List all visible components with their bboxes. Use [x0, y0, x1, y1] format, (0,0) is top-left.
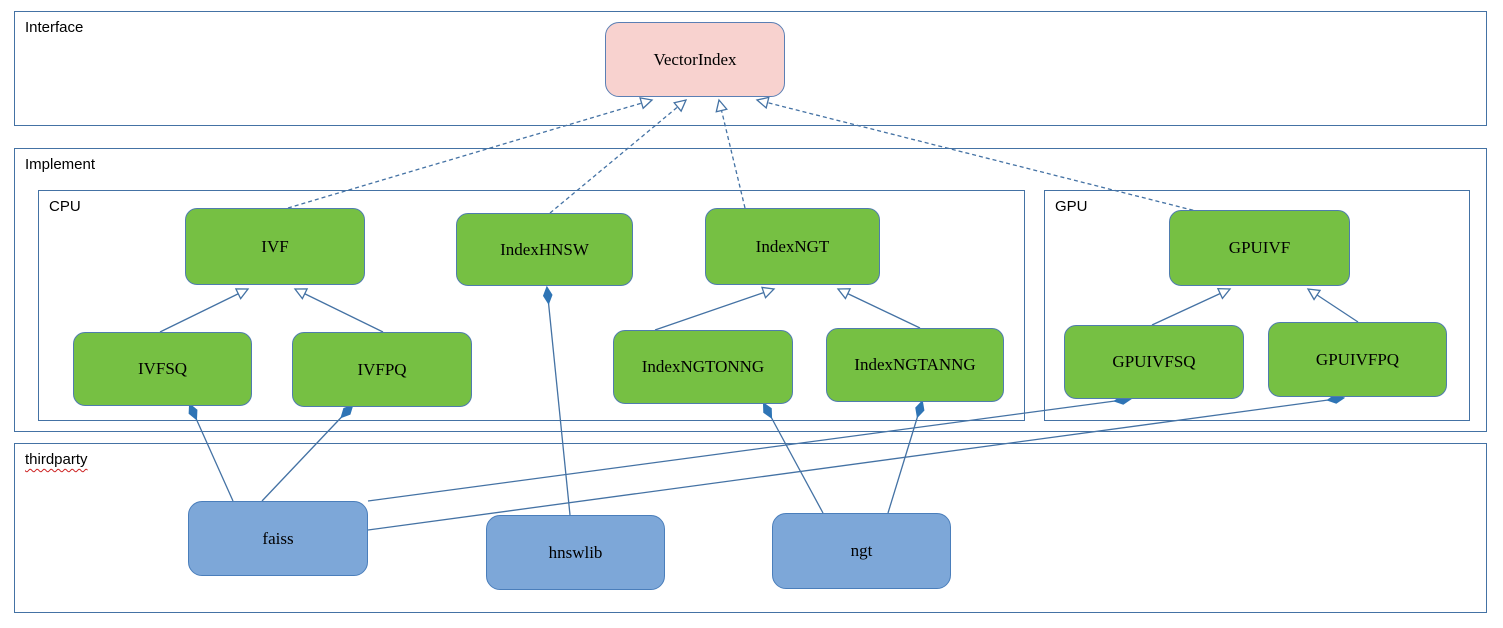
group-implement[interactable]: Implement	[14, 148, 1487, 432]
group-label-cpu: CPU	[49, 198, 81, 215]
edge-realization-GPUIVF-to-VectorIndex	[755, 96, 1201, 213]
node-hnswlib[interactable]: hnswlib	[486, 515, 665, 590]
node-label-hnswlib: hnswlib	[548, 542, 603, 562]
node-label-VectorIndex: VectorIndex	[653, 49, 737, 69]
node-IVFPQ[interactable]: IVFPQ	[292, 332, 472, 407]
node-label-IndexHNSW: IndexHNSW	[500, 239, 589, 259]
edge-realization-IndexNGT-to-VectorIndex	[715, 98, 746, 209]
node-label-IndexNGTANNG: IndexNGTANNG	[854, 355, 976, 374]
node-label-IndexNGTONNG: IndexNGTONNG	[641, 357, 765, 376]
edge-composition-faiss-to-IVFPQ	[261, 406, 352, 502]
edge-generalization-IVFPQ-to-IVF	[293, 288, 384, 333]
edge-generalization-GPUIVFPQ-to-GPUIVF	[1306, 288, 1359, 323]
group-label-gpu: GPU	[1055, 198, 1088, 215]
node-IVF[interactable]: IVF	[185, 208, 365, 285]
group-label-thirdparty: thirdparty	[25, 451, 88, 468]
edge-composition-hnswlib-to-IndexHNSW	[547, 288, 571, 516]
node-ngt[interactable]: ngt	[772, 513, 951, 589]
node-label-ngt: ngt	[850, 541, 873, 560]
node-VectorIndex[interactable]: VectorIndex	[605, 22, 785, 97]
edge-composition-faiss-to-IVFSQ	[190, 405, 234, 502]
node-label-IVFPQ: IVFPQ	[357, 359, 407, 379]
node-GPUIVFSQ[interactable]: GPUIVFSQ	[1064, 325, 1244, 399]
edge-generalization-IndexNGTANNG-to-IndexNGT	[836, 288, 921, 329]
node-IndexNGTONNG[interactable]: IndexNGTONNG	[613, 330, 793, 404]
node-label-IVFSQ: IVFSQ	[137, 359, 188, 378]
node-IVFSQ[interactable]: IVFSQ	[73, 332, 252, 406]
edge-generalization-GPUIVFSQ-to-GPUIVF	[1151, 287, 1232, 326]
node-label-IndexNGT: IndexNGT	[755, 236, 830, 256]
group-cpu[interactable]: CPU	[38, 190, 1025, 421]
edge-realization-IVF-to-VectorIndex	[287, 97, 654, 209]
node-label-GPUIVF: GPUIVF	[1228, 238, 1291, 257]
group-gpu[interactable]: GPU	[1044, 190, 1470, 421]
node-GPUIVFPQ[interactable]: GPUIVFPQ	[1268, 322, 1447, 397]
node-label-faiss: faiss	[262, 528, 294, 548]
edge-composition-ngt-to-IndexNGTONNG	[764, 404, 824, 514]
group-interface[interactable]: Interface	[14, 11, 1487, 126]
node-label-IVF: IVF	[261, 236, 289, 256]
node-label-GPUIVFSQ: GPUIVFSQ	[1112, 352, 1196, 371]
group-thirdparty[interactable]: thirdparty	[14, 443, 1487, 613]
node-IndexNGTANNG[interactable]: IndexNGTANNG	[826, 328, 1004, 402]
node-IndexHNSW[interactable]: IndexHNSW	[456, 213, 633, 286]
edge-generalization-IVFSQ-to-IVF	[159, 288, 250, 333]
node-faiss[interactable]: faiss	[188, 501, 368, 576]
edge-generalization-IndexNGTONNG-to-IndexNGT	[654, 286, 776, 331]
group-label-interface: Interface	[25, 19, 84, 36]
edge-realization-IndexHNSW-to-VectorIndex	[549, 99, 688, 214]
edge-composition-faiss-to-GPUIVFPQ	[367, 398, 1343, 531]
group-label-implement: Implement	[25, 156, 96, 173]
node-IndexNGT[interactable]: IndexNGT	[705, 208, 880, 285]
node-label-GPUIVFPQ: GPUIVFPQ	[1315, 349, 1400, 369]
edge-composition-faiss-to-GPUIVFSQ	[367, 399, 1130, 502]
node-GPUIVF[interactable]: GPUIVF	[1169, 210, 1350, 286]
